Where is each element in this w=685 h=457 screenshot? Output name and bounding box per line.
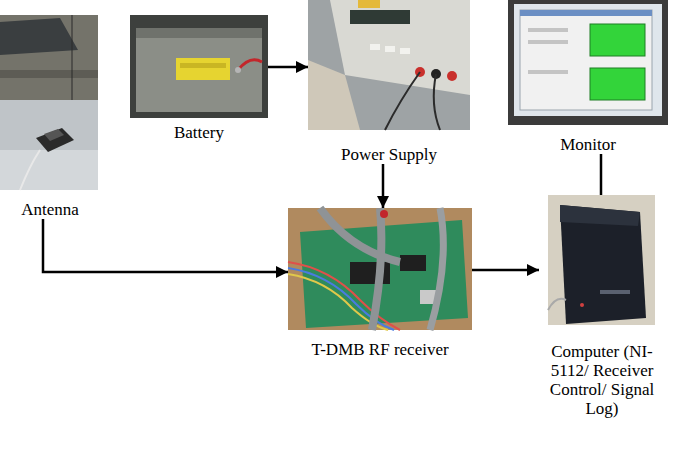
antenna-cable [20, 150, 40, 190]
photo-area [308, 0, 470, 130]
supply-lead [385, 72, 420, 130]
instrument-display [350, 10, 410, 24]
photo-caption: T-DMB RF receiver [288, 330, 472, 359]
monitor-screen [514, 4, 662, 116]
photo-node: T-DMB RF receiver [288, 208, 472, 359]
photo-area [508, 0, 668, 125]
photo-node: Antenna [2, 15, 98, 219]
receiver-photo [288, 208, 472, 330]
photo-caption: Power Supply [308, 130, 470, 164]
connector-arrow [472, 269, 539, 272]
connector-arrow [382, 164, 385, 208]
photo-node: Battery [130, 15, 268, 142]
button [400, 48, 410, 54]
monitor-bezel [508, 0, 668, 125]
battery-top [136, 28, 262, 38]
photo-area [288, 208, 472, 330]
foam-block [308, 60, 360, 130]
pc-cable [548, 299, 566, 310]
connector-arrow [268, 66, 308, 69]
connector-arrow [43, 219, 288, 272]
gps-antenna-top [44, 129, 64, 141]
battery-label-band [180, 63, 226, 68]
connector-arrow [600, 154, 603, 195]
window-control [528, 70, 568, 74]
battery-terminal [235, 67, 241, 73]
gps-antenna [36, 128, 74, 152]
bench-ground [308, 0, 470, 130]
probe-tip [380, 210, 388, 218]
car-roof [0, 100, 98, 190]
battery-wire [238, 60, 262, 70]
button [370, 44, 380, 50]
battery-label [176, 58, 230, 80]
tape [358, 0, 380, 8]
battery-case [136, 28, 262, 112]
pc-case [560, 205, 646, 324]
photo-node: Power Supply [308, 0, 470, 164]
photo-caption: Monitor [508, 125, 668, 154]
pc-case-top [560, 205, 640, 226]
car-roof-light [0, 150, 98, 190]
power-supply-photo [308, 0, 470, 130]
app-window [520, 10, 652, 110]
photo-caption: Battery [130, 118, 268, 142]
coax-cable [320, 208, 400, 262]
coax-cable [430, 208, 443, 330]
power-led [580, 303, 584, 307]
photo-caption: Computer (NI-5112/ Receiver Control/ Sig… [539, 325, 665, 418]
van-trim [0, 70, 98, 78]
button [385, 46, 395, 52]
chip [400, 255, 426, 271]
battery-photo [130, 15, 268, 118]
supply-lead [434, 74, 440, 130]
photo-node: Computer (NI-5112/ Receiver Control/ Sig… [539, 195, 665, 418]
spectrum-plot [590, 24, 645, 56]
monitor-photo [508, 0, 668, 125]
spectrum-plot [590, 68, 645, 100]
van-body [0, 15, 98, 105]
photo-area [2, 15, 98, 190]
window-control [528, 28, 568, 32]
photo-caption: Antenna [2, 190, 98, 219]
window-titlebar [520, 10, 652, 16]
window-control [528, 40, 568, 44]
terminal-red [447, 71, 457, 81]
antenna-whip [72, 15, 73, 100]
drive-slot [600, 290, 630, 294]
antenna-photo [0, 15, 98, 190]
photo-node: Monitor [508, 0, 668, 154]
battery-ground [130, 15, 268, 118]
coax-cable [372, 208, 381, 330]
cardboard [288, 208, 472, 330]
van-window [0, 18, 78, 55]
photo-area [130, 15, 268, 118]
instrument-front [330, 0, 470, 95]
computer-photo [548, 195, 655, 325]
room-ground [548, 195, 655, 325]
photo-area [539, 195, 665, 325]
